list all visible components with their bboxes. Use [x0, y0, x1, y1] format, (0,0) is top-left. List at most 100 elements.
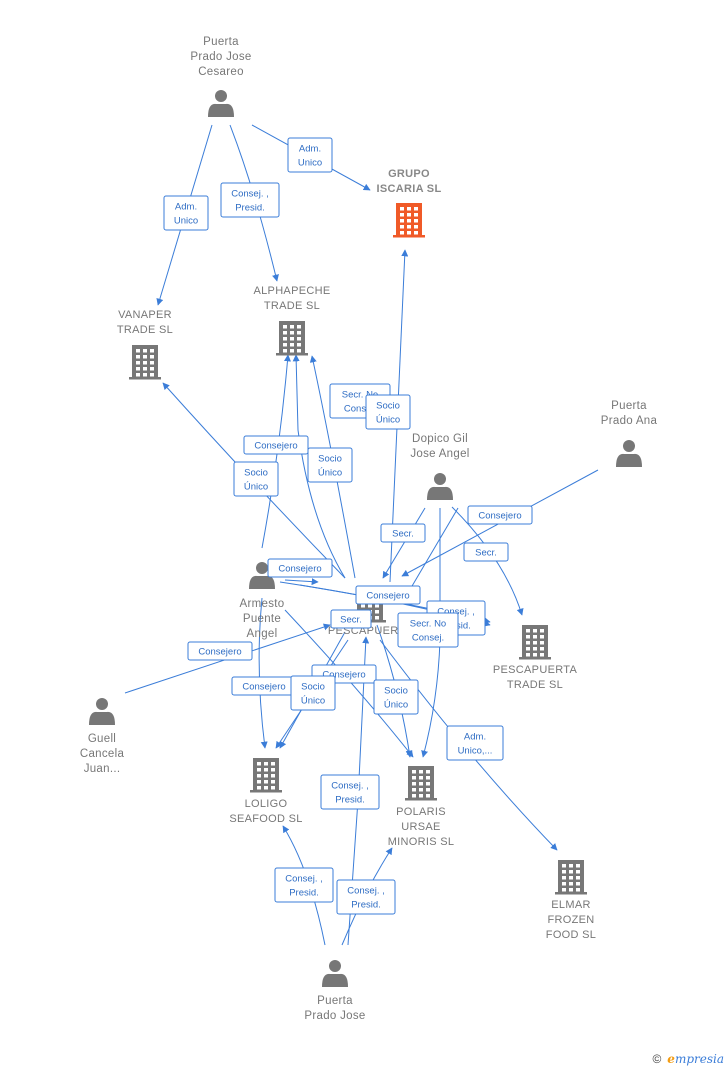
node-guell[interactable]: GuellCancelaJuan... — [80, 698, 125, 775]
edge-label-text: Presid. — [235, 203, 265, 214]
node-label: FROZEN — [547, 914, 594, 926]
edge-label-text: Adm. — [464, 732, 486, 743]
edge-label[interactable]: Consejero — [355, 585, 421, 605]
node-label: FOOD SL — [546, 929, 596, 941]
edge-label[interactable]: Consejero — [187, 641, 253, 661]
edge-label-text: Único — [301, 696, 325, 707]
edge-label[interactable]: Adm.Unico — [163, 195, 209, 231]
building-window — [150, 367, 154, 371]
building-window — [526, 647, 530, 651]
building-base — [555, 892, 587, 895]
building-window — [297, 349, 301, 353]
node-label: Jose Angel — [410, 448, 469, 460]
building-window — [426, 788, 430, 792]
building-window — [143, 367, 147, 371]
building-base — [393, 235, 425, 238]
building-window — [426, 776, 430, 780]
edge-label[interactable]: Adm. Unico,... — [446, 725, 504, 761]
building-window — [283, 331, 287, 335]
edge-label[interactable]: Secr. — [380, 523, 426, 543]
node-elmar[interactable]: ELMAR FROZEN FOOD SL — [546, 860, 596, 941]
building-window — [290, 337, 294, 341]
edge-label-text: Consejero — [478, 511, 521, 522]
person-body — [89, 711, 115, 725]
person-head — [256, 562, 268, 574]
building-window — [562, 864, 566, 868]
node-label: TRADE SL — [264, 300, 320, 312]
building-window — [361, 604, 365, 608]
building-window — [407, 225, 411, 229]
edge-label-box — [365, 394, 411, 430]
building-window — [368, 604, 372, 608]
edge-label[interactable]: Consejero — [267, 558, 333, 578]
edge-label[interactable]: Consejero — [243, 435, 309, 455]
edge-label[interactable]: Secr. — [463, 542, 509, 562]
building-window — [526, 641, 530, 645]
edge-label-text: Secr. — [392, 529, 414, 540]
node-label: Armesto — [240, 598, 285, 610]
building-base — [276, 353, 308, 356]
building-window — [407, 219, 411, 223]
edge-label-box — [233, 461, 279, 497]
node-label: Puerta — [317, 995, 353, 1007]
building-window — [569, 882, 573, 886]
building-window — [264, 768, 268, 772]
edge-label-text: Secr. — [340, 615, 362, 626]
edge-label[interactable]: Secr. — [330, 609, 372, 629]
building-window — [412, 794, 416, 798]
edge-label[interactable]: Consej. ,Presid. — [220, 182, 280, 218]
building-window — [569, 888, 573, 892]
edge-label-box — [467, 505, 533, 525]
node-label: TRADE SL — [117, 324, 173, 336]
edge-label-text: Consejero — [366, 591, 409, 602]
brand-initial: e — [667, 1052, 675, 1066]
building-window — [569, 864, 573, 868]
building-base — [405, 798, 437, 801]
edge-label[interactable]: Consejero — [467, 505, 533, 525]
edge-label-text: Consej. , — [347, 886, 385, 897]
building-window — [419, 782, 423, 786]
edge-label-text: Único — [244, 482, 268, 493]
edge-label[interactable]: Adm.Unico — [287, 137, 333, 173]
edge-label[interactable]: Consej. ,Presid. — [274, 867, 334, 903]
edge-label-box — [187, 641, 253, 661]
edge-label[interactable]: Consejero — [231, 676, 297, 696]
building-window — [526, 653, 530, 657]
building-window — [283, 325, 287, 329]
building-window — [419, 776, 423, 780]
edge-label-box — [446, 725, 504, 761]
building-window — [375, 610, 379, 614]
building-window — [414, 207, 418, 211]
building-window — [264, 786, 268, 790]
building-window — [426, 794, 430, 798]
edge-label-text: Adm. — [175, 202, 197, 213]
edge-label-text: Unico,... — [458, 746, 493, 757]
person-body — [616, 453, 642, 467]
node-label: ELMAR — [551, 899, 590, 911]
building-window — [412, 782, 416, 786]
building-window — [271, 768, 275, 772]
edge-label-text: Adm. — [299, 144, 321, 155]
edge-label[interactable]: Consej. ,Presid. — [320, 774, 380, 810]
building-window — [143, 355, 147, 359]
edge-label-box — [336, 879, 396, 915]
edge-label-box — [267, 558, 333, 578]
edge-label[interactable]: Consej. ,Presid. — [336, 879, 396, 915]
